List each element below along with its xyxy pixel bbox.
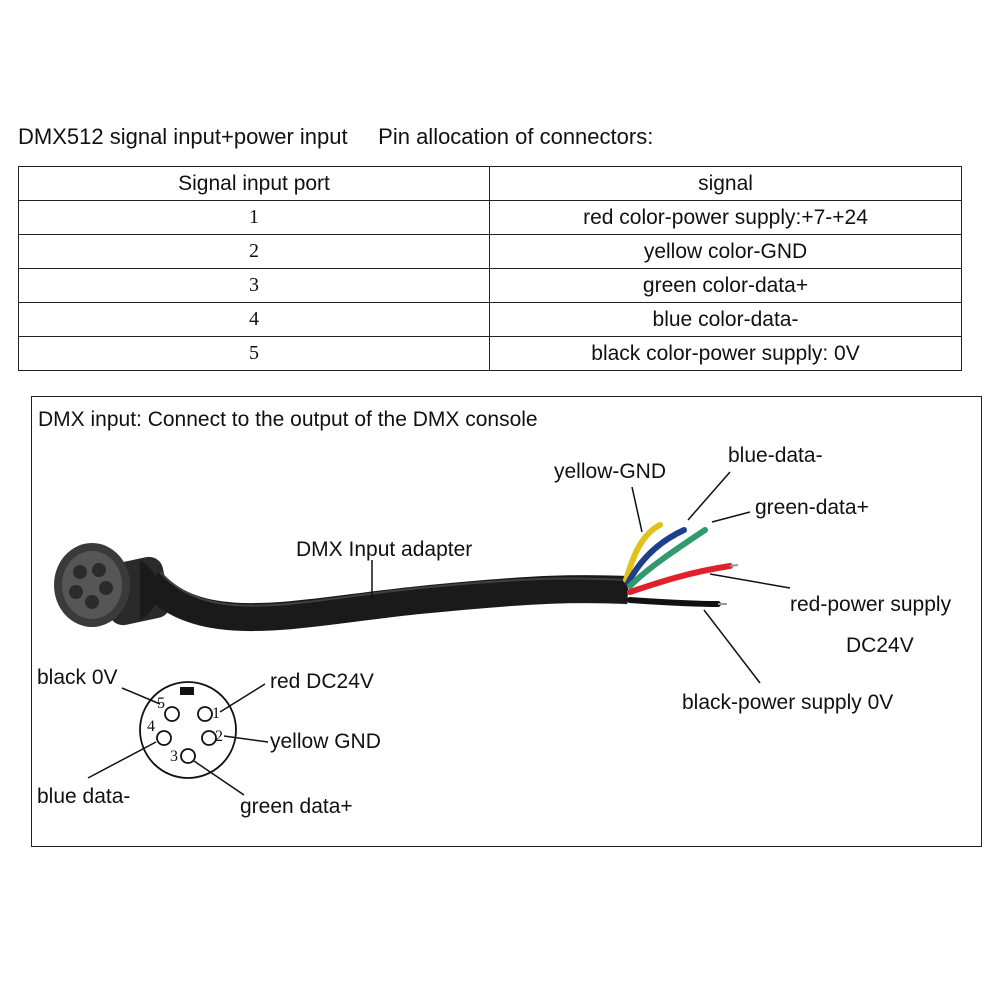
port-cell: 2 <box>18 234 490 269</box>
signal-cell: red color-power supply:+7-+24 <box>489 200 962 235</box>
black-wire <box>627 597 721 607</box>
heading-right: Pin allocation of connectors: <box>378 124 654 149</box>
connection-diagram-panel <box>31 396 982 847</box>
table-row: 4 blue color-data- <box>18 302 962 337</box>
pinout-black-label: black 0V <box>37 666 118 689</box>
pinout-diagram-icon <box>139 681 237 779</box>
table-row: 2 yellow color-GND <box>18 234 962 269</box>
pinout-blue-label: blue data- <box>37 785 131 808</box>
pinout-red-label: red DC24V <box>270 670 374 693</box>
pinout-leader-lines <box>87 683 269 796</box>
yellow-wire <box>623 522 663 583</box>
pin-number: 3 <box>170 748 178 765</box>
table-row: 1 red color-power supply:+7-+24 <box>18 200 962 235</box>
pin-number: 2 <box>215 728 223 745</box>
pin-number: 5 <box>157 695 165 712</box>
table-header-row: Signal input port signal <box>18 166 962 201</box>
pinout-yellow-label: yellow GND <box>270 730 381 753</box>
yellow-wire-label: yellow-GND <box>554 460 667 483</box>
table-row: 3 green color-data+ <box>18 268 962 303</box>
signal-cell: yellow color-GND <box>489 234 962 269</box>
port-cell: 5 <box>18 336 490 371</box>
pin-number: 4 <box>147 718 155 735</box>
pin-allocation-table: Signal input port signal 1 red color-pow… <box>18 166 962 371</box>
signal-cell: black color-power supply: 0V <box>489 336 962 371</box>
header-port: Signal input port <box>18 166 490 201</box>
red-wire <box>627 563 733 595</box>
heading-left: DMX512 signal input+power input <box>18 124 348 149</box>
pin-number: 1 <box>212 705 220 722</box>
table-row: 5 black color-power supply: 0V <box>18 336 962 371</box>
port-cell: 1 <box>18 200 490 235</box>
cable-body <box>139 570 629 631</box>
red-wire-voltage: DC24V <box>846 634 914 657</box>
blue-wire <box>625 527 687 586</box>
green-wire-label: green-data+ <box>755 496 869 519</box>
black-wire-label: black-power supply 0V <box>682 691 894 714</box>
port-cell: 3 <box>18 268 490 303</box>
pinout-green-label: green data+ <box>240 795 353 818</box>
red-wire-label: red-power supply <box>790 593 952 616</box>
leader-lines <box>371 471 791 684</box>
adapter-label: DMX Input adapter <box>296 538 473 561</box>
signal-cell: green color-data+ <box>489 268 962 303</box>
diagram-title: DMX input: Connect to the output of the … <box>38 408 538 431</box>
green-wire <box>627 527 708 589</box>
blue-wire-label: blue-data- <box>728 444 823 467</box>
page-heading: DMX512 signal input+power input Pin allo… <box>18 124 653 150</box>
port-cell: 4 <box>18 302 490 337</box>
